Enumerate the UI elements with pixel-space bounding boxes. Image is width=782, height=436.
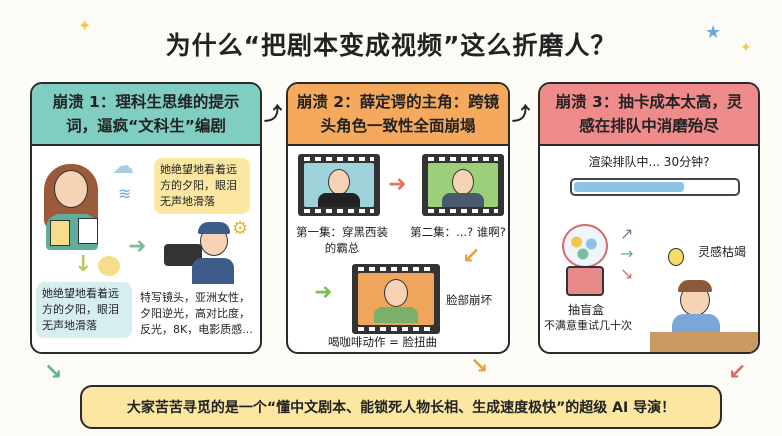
cloud-icon: ☁ <box>112 154 134 179</box>
arrow-icon: ↘ <box>620 264 634 283</box>
arrow-icon: → <box>620 244 634 263</box>
script-note: 她绝望地看着远方的夕阳，眼泪无声地滑落 <box>36 282 132 338</box>
episode-1-caption: 第一集：穿黑西装的霸总 <box>296 225 388 255</box>
star-icon: ★ <box>705 22 722 43</box>
arrow-down-left-icon: ↙ <box>462 244 481 269</box>
prompt-text: 特写镜头，亚洲女性，夕阳逆光，高对比度，反光，8K，电影质感... <box>140 291 253 336</box>
page-title: 为什么“把剧本变成视频”这么折磨人？ <box>165 31 617 60</box>
render-progress-fill <box>574 182 685 192</box>
gear-icon: ⚙ <box>232 218 249 239</box>
render-progress-bar <box>570 178 740 196</box>
panel-3-title: 崩溃 3：抽卡成本太高，灵感在排队中消磨殆尽 <box>555 93 743 135</box>
panel-crash-1: 崩溃 1：理科生思维的提示词，逼疯“文科生”编剧 ☁ ≋ 她绝望地看着远方的夕阳… <box>30 82 262 354</box>
arrow-right-icon: ➜ <box>314 280 333 305</box>
conclusion-banner: 大家苦苦寻觅的是一个“懂中文剧本、能锁死人物长相、生成速度极快”的超级 AI 导… <box>80 385 722 429</box>
face-break-label: 脸部崩坏 <box>446 293 492 307</box>
arrow-icon: ↗ <box>620 224 634 243</box>
queue-label: 渲染排队中... 30分钟? <box>588 155 710 169</box>
episode-2-caption: 第二集：...? 谁啊? <box>410 225 506 239</box>
flow-arrow-icon: ⤴ <box>512 104 530 125</box>
flow-arrow-icon: ↘ <box>470 354 489 379</box>
panel-2-header: 崩溃 2：薛定谔的主角：跨镜头角色一致性全面崩塌 <box>288 84 508 146</box>
arrow-right-icon: ➜ <box>128 234 147 259</box>
episode-1-frame <box>298 154 380 216</box>
star-icon: ✦ <box>78 16 92 35</box>
lightbulb-icon <box>668 248 684 266</box>
confused-face-icon <box>98 256 120 276</box>
panel-2-title: 崩溃 2：薛定谔的主角：跨镜头角色一致性全面崩塌 <box>296 93 500 135</box>
conclusion-text: 大家苦苦寻觅的是一个“懂中文剧本、能锁死人物长相、生成速度极快”的超级 AI 导… <box>126 400 676 416</box>
flow-arrow-icon: ↘ <box>44 360 63 385</box>
burnout-label: 灵感枯竭 <box>698 245 747 259</box>
retry-label: 不满意重试几十次 <box>544 319 632 332</box>
gacha-label: 抽盲盒 <box>567 303 604 317</box>
wind-icon: ≋ <box>118 184 132 203</box>
distorted-face-frame <box>352 264 440 334</box>
script-bubble: 她绝望地看着远方的夕阳，眼泪无声地滑落 <box>154 158 250 214</box>
panel-1-title: 崩溃 1：理科生思维的提示词，逼疯“文科生”编剧 <box>52 93 240 135</box>
arrow-down-icon: ↓ <box>74 252 93 277</box>
panel-crash-3: 崩溃 3：抽卡成本太高，灵感在排队中消磨殆尽 渲染排队中... 30分钟? ↗ … <box>538 82 760 354</box>
panel-crash-2: 崩溃 2：薛定谔的主角：跨镜头角色一致性全面崩塌 ➜ 第一集：穿黑西装的霸总 第… <box>286 82 510 354</box>
star-icon: ✦ <box>740 40 752 56</box>
flow-arrow-icon: ⤴ <box>264 104 282 125</box>
panel-1-header: 崩溃 1：理科生思维的提示词，逼疯“文科生”编剧 <box>32 84 260 146</box>
panel-3-header: 崩溃 3：抽卡成本太高，灵感在排队中消磨殆尽 <box>540 84 758 146</box>
episode-2-frame <box>422 154 504 216</box>
coffee-caption: 喝咖啡动作 = 脸扭曲 <box>328 335 437 349</box>
arrow-right-icon: ➜ <box>388 172 407 197</box>
flow-arrow-icon: ↙ <box>728 360 747 385</box>
